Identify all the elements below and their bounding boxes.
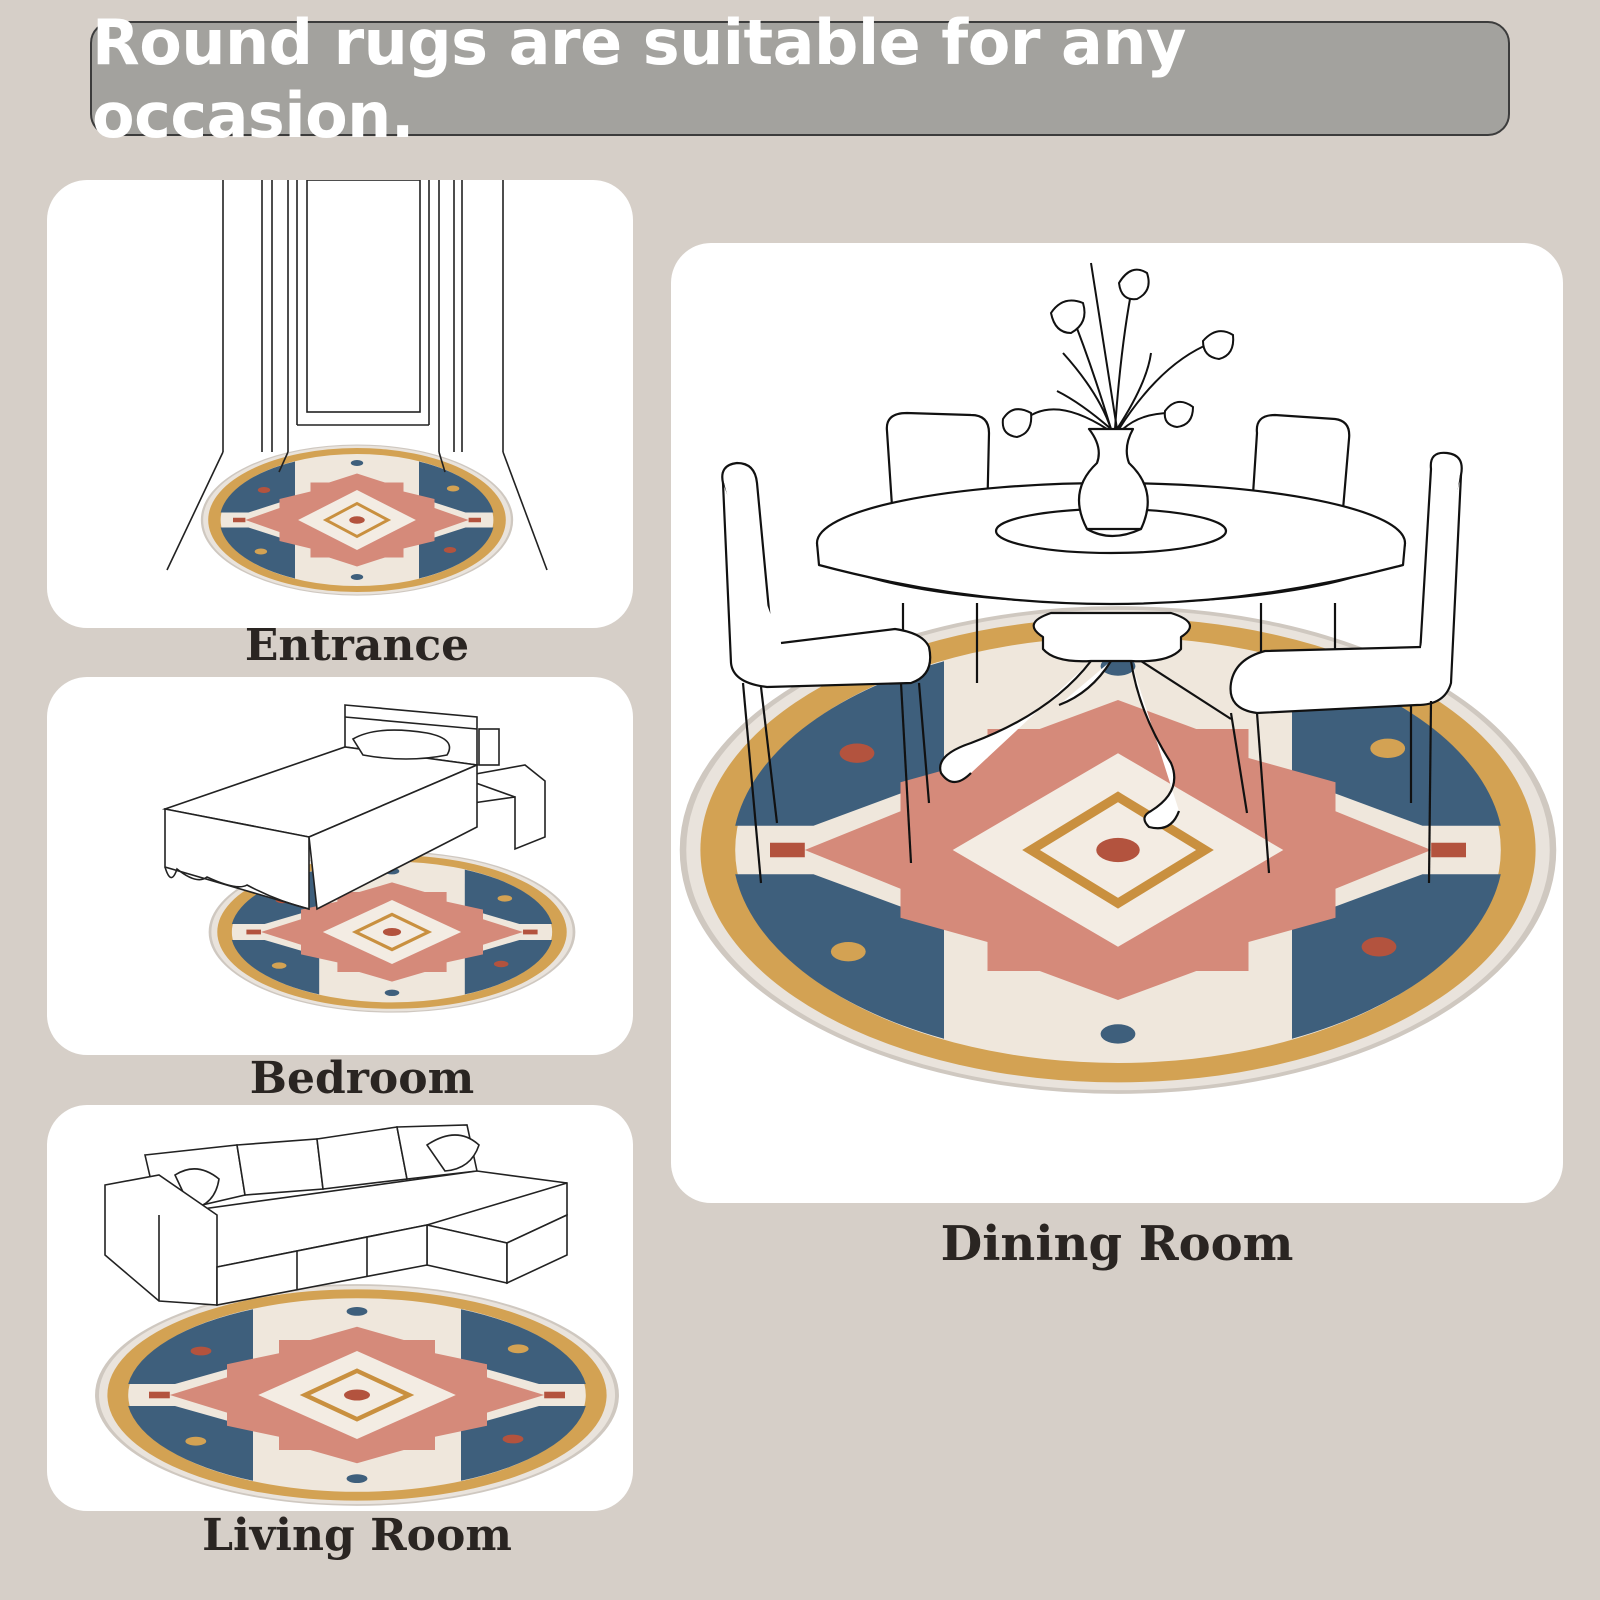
round-rug-icon	[202, 445, 512, 595]
bed-illustration	[161, 704, 633, 1055]
door-illustration	[166, 180, 548, 628]
title-banner: Round rugs are suitable for any occasion…	[90, 6, 1510, 152]
sofa-illustration	[47, 1124, 633, 1511]
page-title: Round rugs are suitable for any occasion…	[92, 5, 1186, 152]
dining-table-illustration	[671, 262, 1563, 1203]
label-entrance: Entrance	[244, 620, 470, 671]
label-living-room: Living Room	[202, 1510, 512, 1561]
dining-room-panel	[671, 243, 1563, 1203]
label-bedroom: Bedroom	[249, 1053, 475, 1104]
living-room-panel	[47, 1105, 633, 1511]
label-dining-room: Dining Room	[940, 1216, 1294, 1272]
bedroom-panel	[47, 677, 633, 1055]
round-rug-icon	[97, 1285, 617, 1505]
entrance-panel	[47, 180, 633, 628]
